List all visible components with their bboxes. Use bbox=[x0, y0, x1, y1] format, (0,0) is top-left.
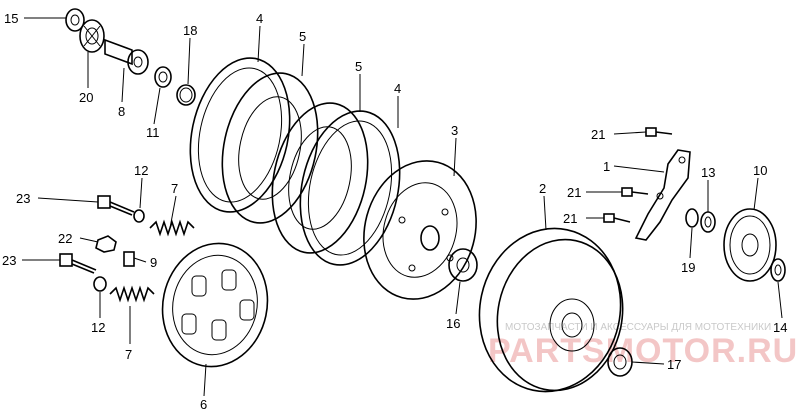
callout-20: 20 bbox=[79, 90, 93, 105]
callout-10: 10 bbox=[753, 163, 767, 178]
callout-4-lower: 4 bbox=[394, 81, 401, 96]
callout-3: 3 bbox=[451, 123, 458, 138]
callout-9: 9 bbox=[150, 255, 157, 270]
callout-21-top: 21 bbox=[591, 127, 605, 142]
part-3-clutch-center bbox=[363, 160, 477, 300]
callout-13: 13 bbox=[701, 165, 715, 180]
part-21-screw-c bbox=[603, 213, 631, 223]
part-12-washer-upper bbox=[133, 209, 145, 223]
part-8-lifter-piece bbox=[104, 38, 149, 75]
part-7-spring-lower bbox=[109, 285, 155, 303]
leader-lines bbox=[22, 17, 783, 397]
part-20-bearing bbox=[79, 19, 105, 53]
part-14-washer bbox=[770, 258, 786, 282]
callout-23-lower: 23 bbox=[2, 253, 16, 268]
watermark-brand: PARTSMOTOR.RU bbox=[488, 332, 798, 370]
callout-2: 2 bbox=[539, 181, 546, 196]
watermark-caption: МОТОЗАПЧАСТИ И АКСЕССУАРЫ ДЛЯ МОТОТЕХНИК… bbox=[505, 322, 771, 333]
callout-21-bottom: 21 bbox=[563, 211, 577, 226]
callout-12-lower: 12 bbox=[91, 320, 105, 335]
part-6-pressure-plate bbox=[161, 242, 269, 368]
callout-17: 17 bbox=[667, 357, 681, 372]
part-4-friction-disc-a bbox=[189, 57, 291, 213]
part-18-snap-ring bbox=[176, 84, 196, 106]
part-5-clutch-plate-a bbox=[221, 72, 319, 224]
callout-21-middle: 21 bbox=[567, 185, 581, 200]
part-21-screw-b bbox=[621, 187, 649, 197]
callout-19: 19 bbox=[681, 260, 695, 275]
part-2-clutch-outer bbox=[478, 227, 624, 393]
part-21-screw-a bbox=[645, 127, 673, 137]
callout-1: 1 bbox=[603, 159, 610, 174]
callout-5-upper: 5 bbox=[299, 29, 306, 44]
callout-22: 22 bbox=[58, 231, 72, 246]
callout-11: 11 bbox=[146, 125, 160, 140]
callout-7-lower: 7 bbox=[125, 347, 132, 362]
part-5-clutch-plate-b bbox=[271, 102, 369, 254]
callout-16: 16 bbox=[446, 316, 460, 331]
part-13-washer bbox=[700, 211, 716, 233]
callout-4-upper: 4 bbox=[256, 11, 263, 26]
callout-23-upper: 23 bbox=[16, 191, 30, 206]
callout-6: 6 bbox=[200, 397, 207, 412]
part-9-pin bbox=[123, 251, 135, 267]
callout-8: 8 bbox=[118, 104, 125, 119]
callout-7-upper: 7 bbox=[171, 181, 178, 196]
callout-12-upper: 12 bbox=[134, 163, 148, 178]
part-1-lifter-arm bbox=[634, 149, 691, 241]
part-10-drive-gear bbox=[723, 208, 777, 282]
part-23-bolt-upper bbox=[97, 195, 135, 216]
part-23-bolt-lower bbox=[59, 253, 97, 274]
callout-15: 15 bbox=[4, 11, 18, 26]
callout-labels: 15 20 8 18 11 4 5 5 4 3 12 23 7 22 9 23 … bbox=[2, 11, 787, 412]
callout-14: 14 bbox=[773, 320, 787, 335]
part-19-washer bbox=[685, 208, 699, 228]
callout-5-lower: 5 bbox=[355, 59, 362, 74]
part-15-washer bbox=[65, 8, 85, 32]
part-11-collar bbox=[154, 66, 172, 88]
part-12-washer-lower bbox=[93, 276, 107, 292]
part-22-nut bbox=[95, 235, 117, 253]
part-7-spring-upper bbox=[149, 219, 195, 237]
part-4-friction-disc-b bbox=[299, 110, 401, 266]
part-16-thrust-washer bbox=[448, 248, 478, 282]
callout-18: 18 bbox=[183, 23, 197, 38]
